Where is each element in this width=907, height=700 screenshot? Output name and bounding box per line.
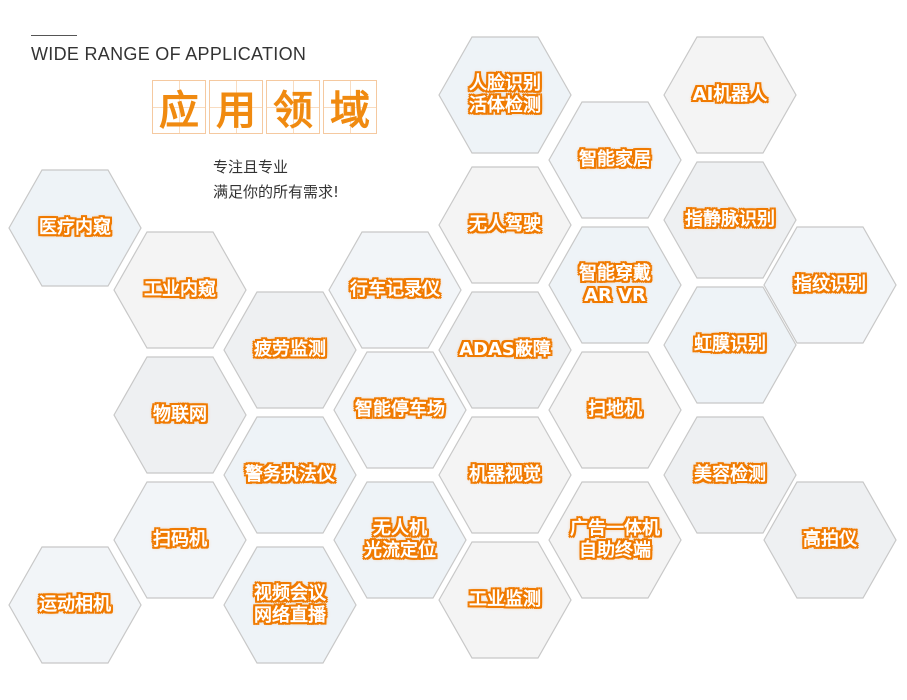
application-label: 工业内窥 [144, 279, 216, 300]
application-hex [328, 231, 462, 349]
application-hex [763, 226, 897, 344]
application-hex [548, 481, 682, 599]
title-char: 领 [266, 80, 320, 134]
application-hex [8, 546, 142, 664]
application-label: 广告一体机自助终端 [570, 518, 660, 561]
page-title: 应 用 领 域 [152, 80, 377, 134]
application-label: 扫码机 [153, 529, 207, 550]
application-label: 高拍仪 [803, 529, 857, 550]
application-label: 智能停车场 [355, 399, 445, 420]
application-hex [438, 36, 572, 154]
application-label: 扫地机 [588, 399, 642, 420]
slogan-line: 满足你的所有需求! [213, 183, 340, 201]
application-hex [333, 481, 467, 599]
title-rule [31, 35, 77, 36]
application-hex [223, 416, 357, 534]
application-hex [663, 36, 797, 154]
application-label: 物联网 [153, 404, 207, 425]
application-hex [663, 161, 797, 279]
application-hex [663, 286, 797, 404]
application-hex [438, 541, 572, 659]
application-label: 警务执法仪 [245, 464, 335, 485]
application-label: 无人驾驶 [469, 214, 541, 235]
application-label: AI机器人 [692, 84, 768, 105]
application-label: 人脸识别活体检测 [469, 73, 541, 116]
application-label: 美容检测 [694, 464, 766, 485]
application-label: 运动相机 [39, 594, 111, 615]
application-hex [223, 291, 357, 409]
application-hex [438, 166, 572, 284]
application-hex [113, 481, 247, 599]
slogan-line: 专注且专业 [213, 158, 289, 176]
application-hex [333, 351, 467, 469]
application-hex [548, 351, 682, 469]
application-hex [438, 416, 572, 534]
application-label: 无人机光流定位 [364, 518, 436, 561]
application-label: 指静脉识别 [685, 209, 775, 230]
title-char: 域 [323, 80, 377, 134]
subtitle-en: WIDE RANGE OF APPLICATION [31, 44, 307, 64]
application-hex [663, 416, 797, 534]
application-label: 视频会议网络直播 [254, 583, 326, 626]
application-label: 虹膜识别 [694, 334, 766, 355]
application-label: 疲劳监测 [254, 339, 326, 360]
application-hex [763, 481, 897, 599]
application-hex [223, 546, 357, 664]
application-label: 机器视觉 [469, 464, 541, 485]
application-hex [438, 291, 572, 409]
title-char: 用 [209, 80, 263, 134]
application-hex [8, 169, 142, 287]
application-hex [113, 356, 247, 474]
title-char: 应 [152, 80, 206, 134]
application-label: 医疗内窥 [39, 217, 111, 238]
application-hex [113, 231, 247, 349]
application-label: 工业监测 [469, 589, 541, 610]
application-label: 智能家居 [579, 149, 651, 170]
application-hex [548, 226, 682, 344]
application-label: 指纹识别 [794, 274, 866, 295]
application-label: ADAS蔽障 [459, 339, 551, 360]
slogan: 专注且专业 满足你的所有需求! [213, 155, 339, 205]
application-label: 行车记录仪 [350, 279, 440, 300]
application-hex [548, 101, 682, 219]
